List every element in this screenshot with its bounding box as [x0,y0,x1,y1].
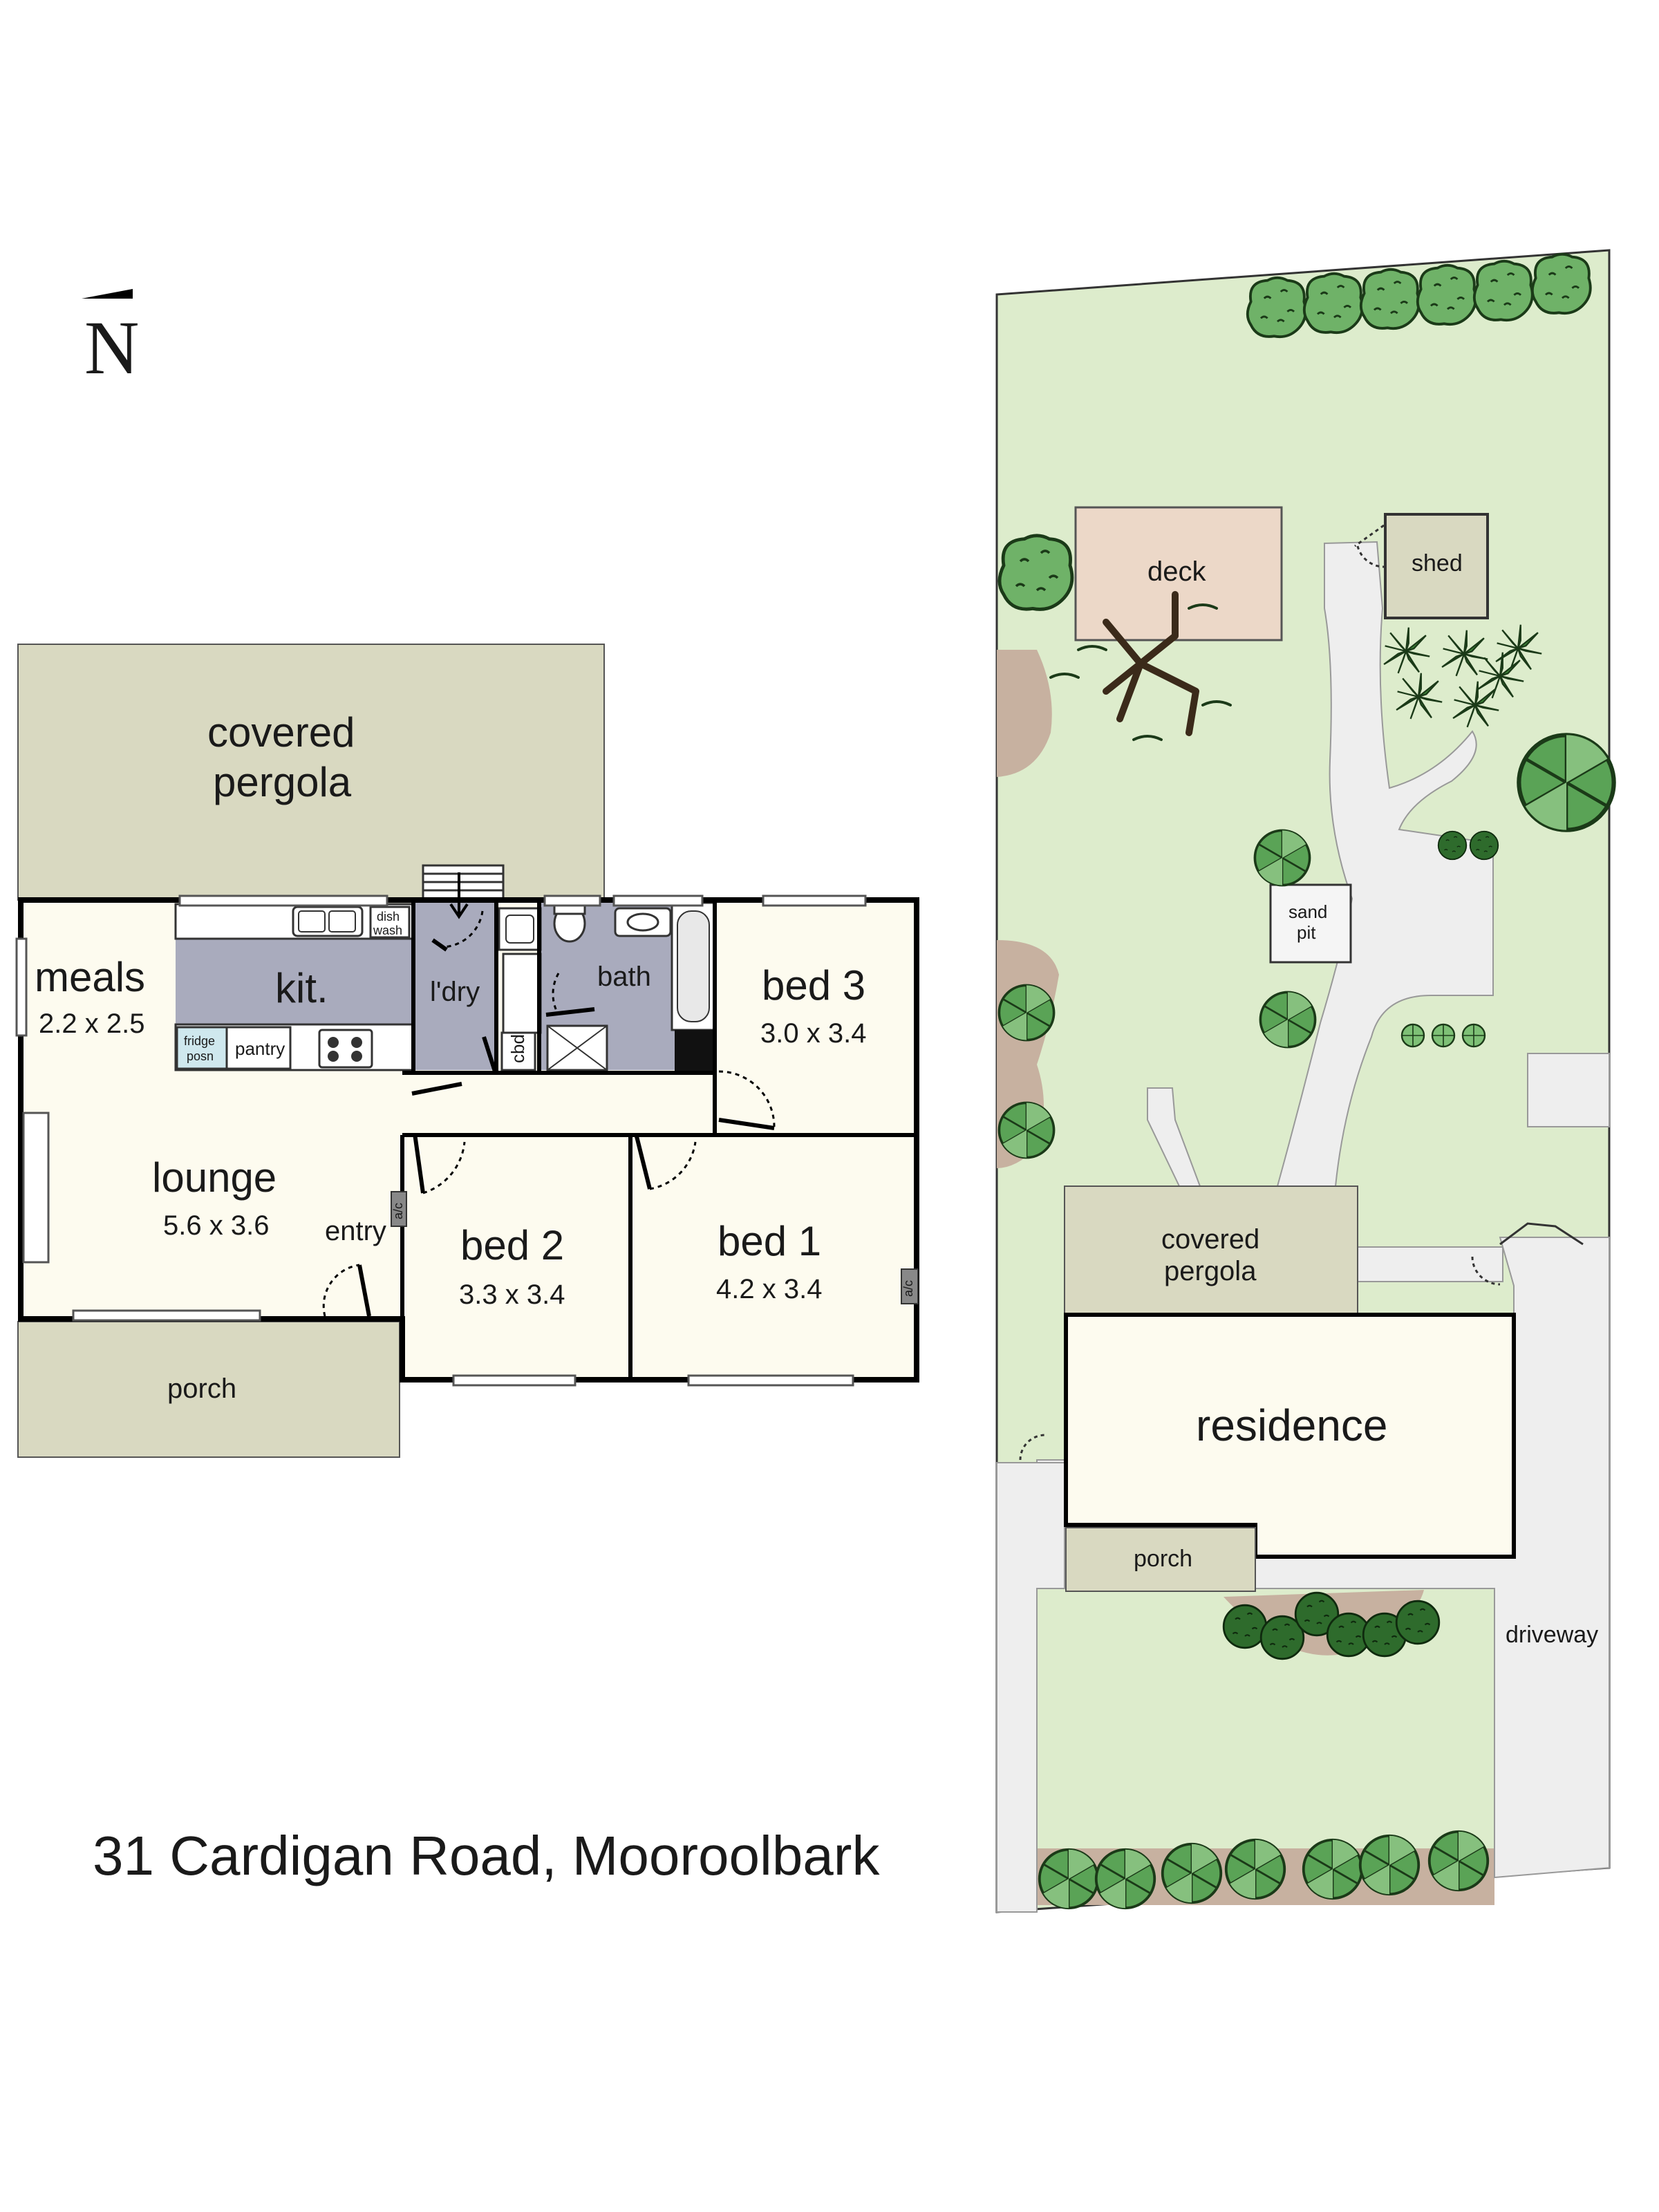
lounge-size: 5.6 x 3.6 [163,1210,269,1241]
driveway-label: driveway [1506,1622,1598,1648]
lounge-label: lounge [152,1154,276,1201]
svg-text:cbd: cbd [507,1034,528,1063]
covered-pergola-label: covered [207,709,355,756]
site-covered-pergola-label: covered [1161,1224,1259,1255]
meals-size: 2.2 x 2.5 [39,1009,144,1039]
hall-floor [402,1073,715,1135]
sand-pit-label: sand [1288,901,1327,922]
north-arrow-icon [82,289,133,299]
side-gate [1499,1222,1584,1246]
svg-text:fridge: fridge [184,1034,215,1048]
north-label: N [84,306,139,390]
sand-pit-label-2: pit [1297,922,1316,943]
bed2-label: bed 2 [460,1222,564,1268]
meals-label: meals [35,954,145,1000]
tree-east [1519,735,1613,830]
tree-west-1 [997,984,1056,1042]
site-plan: deck shed sand pit covered pergola resid… [995,249,1614,1913]
bed1-label: bed 1 [718,1218,821,1264]
north-arrow: N [82,289,139,390]
laundry-floor [413,900,496,1070]
site-porch-label: porch [1134,1546,1192,1572]
bath-label: bath [597,962,651,992]
interior-walls [400,900,917,1380]
entry-label: entry [325,1216,386,1246]
garden-path [1276,541,1494,1187]
sand-pit-area [1269,883,1352,964]
side-walkway [1357,1246,1503,1282]
floor-plan: dish wash fridge posn pantry cbd [15,644,919,1458]
cooktop-icon [318,1029,373,1069]
east-box [1527,1053,1610,1127]
tree-west-2 [997,1101,1056,1159]
svg-text:wash: wash [373,924,402,937]
vanity-basin-icon [614,907,672,937]
pantry [225,1026,292,1070]
svg-text:posn: posn [187,1049,214,1063]
svg-text:dish: dish [377,910,400,924]
covered-pergola-area [17,644,605,901]
bed1-size: 4.2 x 3.4 [716,1274,822,1304]
aircon-lounge-icon [391,1191,407,1227]
fridge-position [176,1026,228,1070]
shed-label: shed [1412,550,1463,577]
covered-pergola-label-2: pergola [213,759,352,805]
porch-area [17,1321,400,1458]
feature-tree [1049,591,1232,741]
deck-label: deck [1147,556,1206,587]
site-covered-pergola [1064,1185,1358,1314]
dishwasher-icon [369,906,411,939]
entry-arrow-icon [449,872,469,919]
kitchen-sink-icon [292,906,364,937]
garden-bed-west [997,650,1052,777]
bath-wall-block [675,1030,715,1071]
bed3-size: 3.0 x 3.4 [760,1018,866,1049]
svg-text:a/c: a/c [901,1280,915,1297]
laundry-label: l'dry [430,977,480,1007]
svg-text:pantry: pantry [235,1038,285,1059]
residence-label: residence [1196,1400,1388,1450]
shed-area [1384,513,1489,619]
address-title: 31 Cardigan Road, Mooroolbark [93,1825,880,1886]
tree-deck-west [1000,536,1072,610]
porch-label: porch [167,1374,236,1404]
aircon-bed1-icon [901,1268,919,1304]
site-porch [1065,1527,1256,1592]
tree-mid-2 [1259,991,1317,1049]
windows [15,894,867,1387]
bed3-label: bed 3 [762,962,865,1009]
tree-mid-1 [1253,829,1311,887]
site-covered-pergola-label-2: pergola [1164,1256,1257,1286]
kitchen-label: kit. [275,965,328,1011]
doors [322,910,776,1317]
back-steps [422,864,505,901]
svg-text:a/c: a/c [391,1203,405,1219]
bed2-size: 3.3 x 3.4 [459,1280,565,1310]
